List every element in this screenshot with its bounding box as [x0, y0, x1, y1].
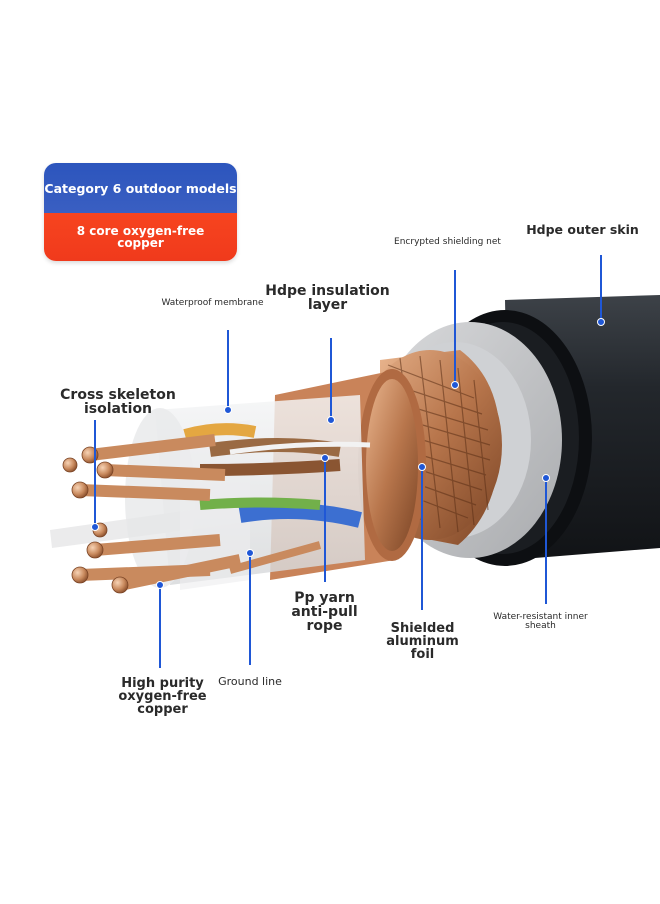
label-pp-yarn-rope: Pp yarn anti-pull rope: [291, 590, 358, 634]
leader-ground-line: [246, 549, 254, 665]
badge-title: Category 6 outdoor models: [44, 163, 237, 213]
leader-copper: [156, 581, 164, 668]
label-encrypted-shielding-net: Encrypted shielding net: [394, 237, 501, 247]
label-hdpe-outer-skin: Hdpe outer skin: [526, 222, 639, 237]
label-hdpe-insulation-layer: Hdpe insulation layer: [265, 283, 390, 313]
badge-subtitle-text: 8 core oxygen-free copper: [76, 224, 205, 250]
category-badge: Category 6 outdoor models 8 core oxygen-…: [44, 163, 237, 261]
leader-pp-yarn: [321, 454, 329, 582]
leader-aluminum-foil: [418, 463, 426, 610]
leader-insulation-layer: [327, 338, 335, 424]
badge-subtitle: 8 core oxygen-free copper: [44, 213, 237, 261]
leader-cross-skeleton: [91, 420, 99, 531]
label-ground-line: Ground line: [218, 675, 282, 688]
leader-shielding-net: [451, 270, 459, 389]
leader-hdpe-outer-skin: [597, 255, 605, 326]
label-shielded-aluminum-foil: Shielded aluminum foil: [386, 621, 459, 662]
label-waterproof-membrane: Waterproof membrane: [161, 298, 264, 308]
label-water-resistant-inner-sheath: Water-resistant inner sheath: [493, 612, 588, 631]
leader-inner-sheath: [542, 474, 550, 604]
label-high-purity-copper: High purity oxygen-free copper: [118, 676, 207, 717]
leader-waterproof-membrane: [224, 330, 232, 414]
copper-conductors: [62, 434, 322, 594]
label-cross-skeleton-isolation: Cross skeleton isolation: [60, 387, 176, 417]
